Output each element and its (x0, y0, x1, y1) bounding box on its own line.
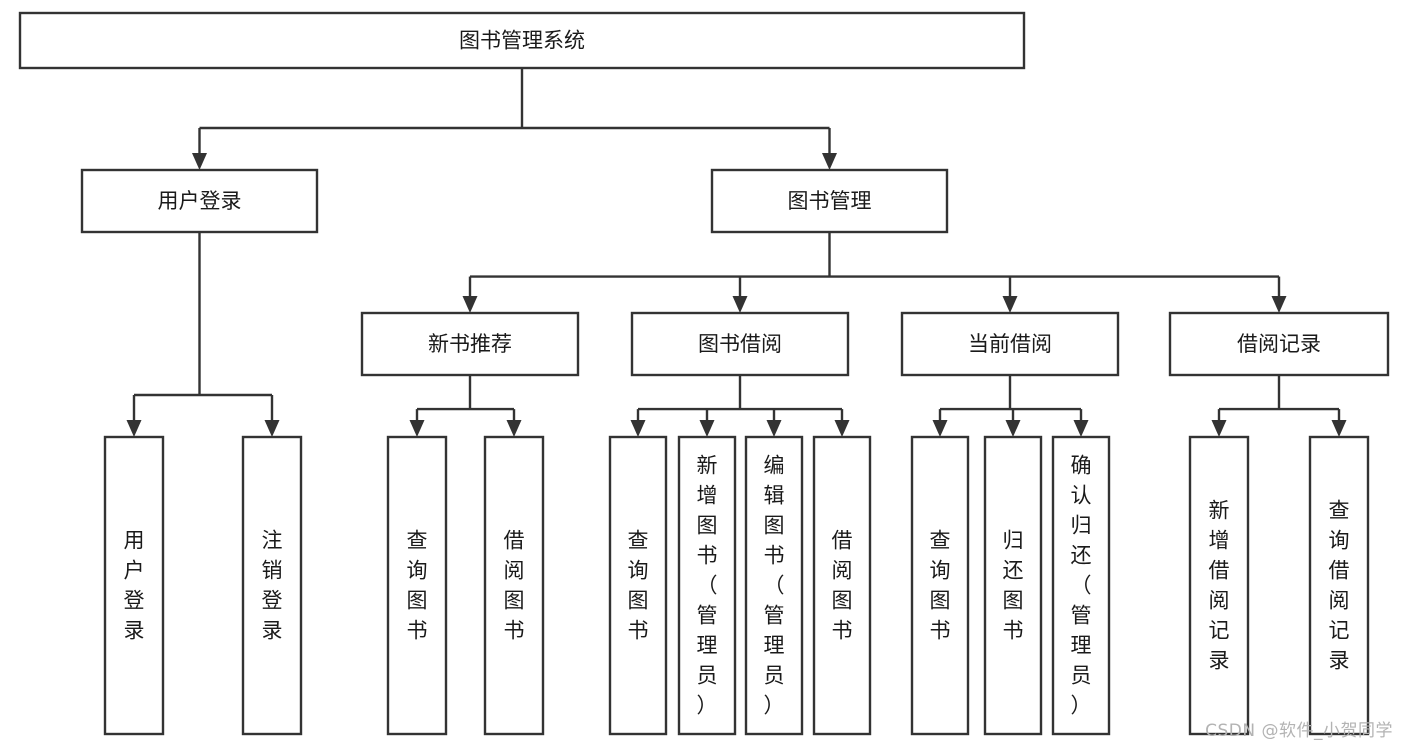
arrow-head-icon (192, 153, 207, 170)
arrow-head-icon (932, 420, 948, 437)
arrow-head-icon (462, 296, 478, 313)
node-label: 借阅图书 (832, 529, 853, 643)
node-label: 归还图书 (1003, 529, 1024, 643)
node-leaf-add-record[interactable]: 新增借阅记录 (1188, 435, 1250, 736)
node-box (80, 168, 319, 234)
node-box (710, 168, 949, 234)
arrow-head-icon (834, 420, 850, 437)
node-leaf-borrow-book-1[interactable]: 借阅图书 (483, 435, 545, 736)
node-box (983, 435, 1043, 736)
arrow-head-icon (732, 296, 748, 313)
node-box (910, 435, 970, 736)
node-box (608, 435, 668, 736)
node-label: 新增图书（管理员） (697, 454, 718, 718)
node-newbook[interactable]: 新书推荐 (360, 311, 580, 377)
node-box (1308, 435, 1370, 736)
edge-group-newbook (409, 375, 522, 437)
node-current[interactable]: 当前借阅 (900, 311, 1120, 377)
arrow-head-icon (630, 420, 646, 437)
node-label: 新书推荐 (428, 332, 512, 356)
node-label: 注销登录 (262, 529, 283, 643)
node-leaf-logout[interactable]: 注销登录 (241, 435, 303, 736)
node-label: 查询图书 (628, 529, 649, 643)
node-label: 编辑图书（管理员） (764, 454, 785, 718)
node-box (360, 311, 580, 377)
node-label: 图书管理 (788, 189, 872, 213)
node-records[interactable]: 借阅记录 (1168, 311, 1390, 377)
edge-group-bookmgmt (462, 232, 1287, 313)
arrow-head-icon (822, 153, 837, 170)
node-label: 当前借阅 (968, 332, 1052, 356)
node-box (812, 435, 872, 736)
node-borrow[interactable]: 图书借阅 (630, 311, 850, 377)
node-leaf-query-book-1[interactable]: 查询图书 (386, 435, 448, 736)
node-box (483, 435, 545, 736)
edges-layer (126, 68, 1347, 437)
nodes-layer: 图书管理系统用户登录图书管理新书推荐图书借阅当前借阅借阅记录用户登录注销登录查询… (18, 11, 1390, 736)
node-leaf-return-book[interactable]: 归还图书 (983, 435, 1043, 736)
node-label: 图书管理系统 (459, 29, 585, 53)
arrow-head-icon (1005, 420, 1021, 437)
node-root[interactable]: 图书管理系统 (18, 11, 1026, 70)
node-label: 查询借阅记录 (1329, 499, 1350, 673)
node-leaf-add-book[interactable]: 新增图书（管理员） (677, 435, 737, 736)
arrow-head-icon (506, 420, 522, 437)
node-leaf-query-record[interactable]: 查询借阅记录 (1308, 435, 1370, 736)
node-box (241, 435, 303, 736)
arrow-head-icon (1073, 420, 1089, 437)
node-leaf-user-login[interactable]: 用户登录 (103, 435, 165, 736)
edge-group-records (1211, 375, 1347, 437)
node-label: 新增借阅记录 (1209, 499, 1230, 673)
node-box (1168, 311, 1390, 377)
node-label: 借阅记录 (1237, 332, 1321, 356)
node-label: 用户登录 (158, 189, 242, 213)
node-login[interactable]: 用户登录 (80, 168, 319, 234)
edge-group-borrow (630, 375, 850, 437)
node-leaf-query-book-2[interactable]: 查询图书 (608, 435, 668, 736)
arrow-head-icon (126, 420, 142, 437)
arrow-head-icon (1002, 296, 1018, 313)
node-box (18, 11, 1026, 70)
arrow-head-icon (264, 420, 280, 437)
arrow-head-icon (409, 420, 425, 437)
edge-group-root (192, 68, 837, 170)
node-label: 查询图书 (930, 529, 951, 643)
node-box (630, 311, 850, 377)
arrow-head-icon (766, 420, 782, 437)
node-box (103, 435, 165, 736)
watermark: CSDN @软件_小贺同学 (1205, 721, 1393, 741)
node-leaf-borrow-book-2[interactable]: 借阅图书 (812, 435, 872, 736)
node-label: 用户登录 (124, 529, 145, 643)
node-label: 借阅图书 (504, 529, 525, 643)
node-leaf-edit-book[interactable]: 编辑图书（管理员） (744, 435, 804, 736)
node-box (386, 435, 448, 736)
node-leaf-query-book-3[interactable]: 查询图书 (910, 435, 970, 736)
node-box (677, 435, 737, 736)
node-label: 图书借阅 (698, 332, 782, 356)
node-leaf-confirm-return[interactable]: 确认归还（管理员） (1051, 435, 1111, 736)
node-box (1188, 435, 1250, 736)
arrow-head-icon (1211, 420, 1227, 437)
arrow-head-icon (1331, 420, 1347, 437)
arrow-head-icon (1271, 296, 1287, 313)
edge-group-login (126, 232, 280, 437)
node-box (900, 311, 1120, 377)
edge-group-current (932, 375, 1089, 437)
node-label: 确认归还（管理员） (1071, 454, 1092, 718)
node-box (1051, 435, 1111, 736)
node-box (744, 435, 804, 736)
arrow-head-icon (699, 420, 715, 437)
node-bookmgmt[interactable]: 图书管理 (710, 168, 949, 234)
node-label: 查询图书 (407, 529, 428, 643)
